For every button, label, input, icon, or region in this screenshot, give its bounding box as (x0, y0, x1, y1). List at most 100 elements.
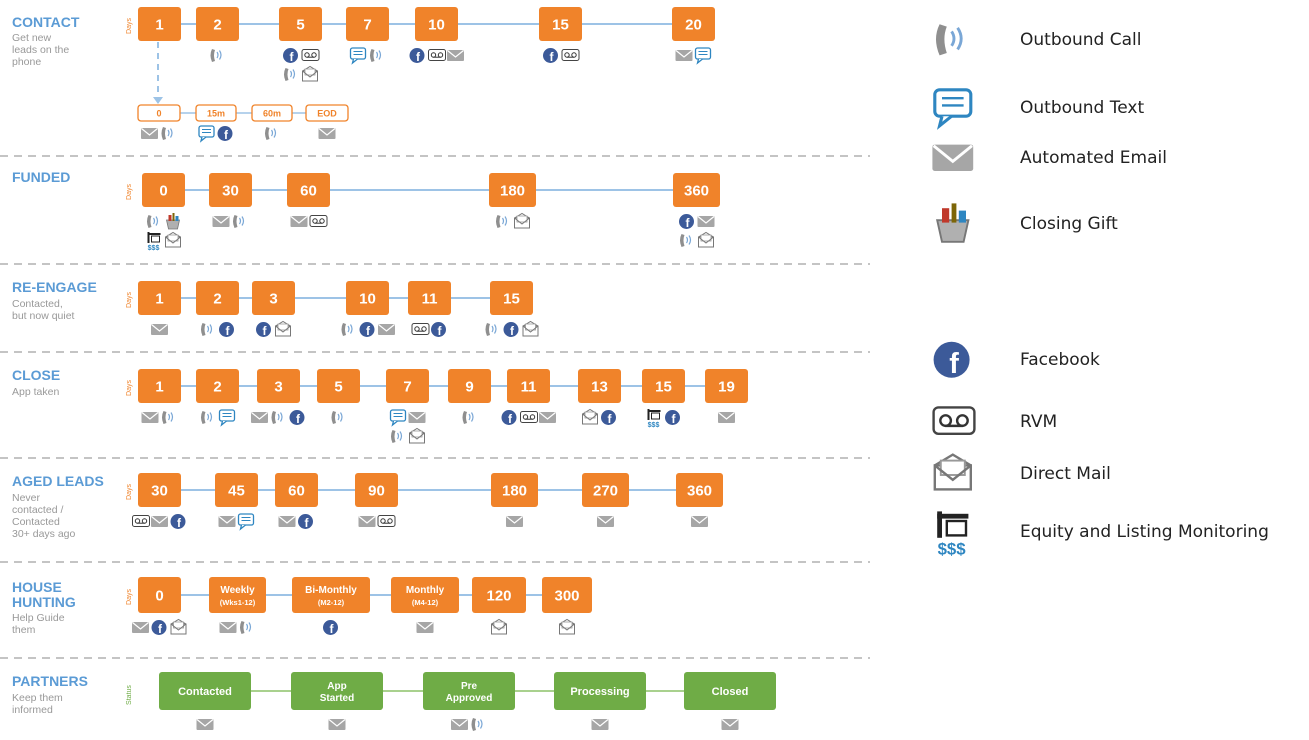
svg-text:f: f (330, 622, 335, 636)
axis-label: Days (126, 18, 133, 34)
facebook-icon: f (256, 322, 271, 338)
facebook-icon: f (665, 410, 680, 426)
step-box (705, 369, 748, 403)
step-box (448, 369, 491, 403)
timeline-step: 11f (408, 281, 451, 338)
timeline-step: 7 (386, 369, 429, 444)
timeline-step: 0$$$ (142, 173, 185, 252)
step-label: Processing (570, 686, 629, 698)
timeline-step: 360 (676, 473, 723, 527)
step-label: 11 (521, 378, 537, 395)
step-box (578, 369, 621, 403)
step-box (159, 672, 251, 710)
email-icon (151, 324, 168, 335)
phone-icon (147, 215, 159, 228)
facebook-icon: f (323, 620, 338, 636)
timeline-step: 30 (209, 173, 252, 228)
direct-mail-icon (409, 427, 425, 444)
email-icon (697, 216, 715, 227)
phone-icon (284, 68, 296, 81)
facebook-icon: f (543, 48, 558, 64)
facebook-icon: f (219, 322, 234, 338)
step-label: 3 (269, 290, 277, 307)
svg-text:f: f (508, 412, 513, 426)
timeline-step: 15f (485, 281, 539, 338)
step-box (292, 577, 370, 613)
timeline-step: 0f (132, 577, 187, 636)
step-box (391, 577, 459, 613)
email-icon (278, 516, 296, 527)
section-title: PARTNERS (12, 673, 88, 689)
direct-mail-icon (930, 451, 978, 499)
substep-box (137, 104, 181, 122)
legend-label: Facebook (1020, 350, 1100, 370)
direct-mail-icon (302, 65, 318, 82)
email-icon (378, 324, 395, 335)
section-subtitle: Get new (12, 32, 52, 44)
legend-item-email: Automated Email (930, 134, 1309, 184)
timeline-step: 20 (672, 7, 715, 65)
timeline-step: 300 (542, 577, 592, 635)
facebook-icon: f (601, 410, 616, 426)
step-box (642, 369, 685, 403)
phone-icon (462, 411, 474, 424)
svg-text:f: f (290, 50, 295, 64)
step-label: 3 (274, 378, 282, 395)
legend-label: Outbound Text (1020, 98, 1145, 118)
step-label: 45 (228, 482, 245, 499)
svg-text:f: f (608, 412, 613, 426)
step-label: 0 (155, 587, 163, 604)
step-box (138, 577, 181, 613)
text-icon (218, 409, 236, 427)
legend-item-phone: Outbound Call (930, 16, 1309, 66)
email-icon (691, 516, 708, 527)
legend-label: Automated Email (1020, 148, 1167, 168)
step-box (291, 672, 383, 710)
timeline-step: 3f (251, 369, 305, 426)
rvm-icon (132, 515, 150, 527)
section-subtitle: Contacted, (12, 298, 63, 310)
step-label: 13 (591, 378, 608, 395)
step-label: Closed (712, 686, 749, 698)
step-box (423, 672, 515, 710)
step-label: 15 (655, 378, 672, 395)
email-icon (218, 516, 236, 527)
step-label: 30 (222, 182, 239, 199)
phone-icon (680, 234, 692, 247)
equity-icon: $$$ (930, 509, 978, 557)
direct-mail-icon (275, 320, 291, 337)
step-box (138, 7, 181, 41)
substep-box (305, 104, 349, 122)
direct-mail-icon (698, 231, 714, 248)
step-label: 30 (151, 482, 168, 499)
step-label: 19 (718, 378, 735, 395)
timeline-step: Closed (684, 672, 776, 730)
facebook-icon: f (289, 410, 305, 426)
timeline-step: 9 (448, 369, 491, 424)
step-box (490, 281, 533, 315)
step-box (138, 473, 181, 507)
rvm-icon (411, 323, 430, 335)
svg-text:f: f (366, 324, 371, 338)
step-label: 9 (465, 378, 473, 395)
timeline-step: 7 (346, 7, 389, 65)
section-subtitle: Never (12, 492, 41, 504)
timeline-step: 30f (132, 473, 186, 530)
section-subtitle: contacted / (12, 504, 63, 516)
step-box (138, 369, 181, 403)
step-box (279, 7, 322, 41)
step-label: 10 (359, 290, 376, 307)
timeline-step: 60f (275, 473, 318, 530)
axis-label: Status (126, 685, 133, 705)
email-icon (539, 412, 556, 423)
timeline-step: 1 (138, 369, 181, 424)
phone-icon (471, 718, 483, 731)
timeline-step: 60 (287, 173, 330, 227)
step-label: Weekly (220, 585, 255, 596)
step-box (386, 369, 429, 403)
direct-mail-icon (491, 618, 507, 635)
facebook-icon: f (170, 514, 186, 530)
